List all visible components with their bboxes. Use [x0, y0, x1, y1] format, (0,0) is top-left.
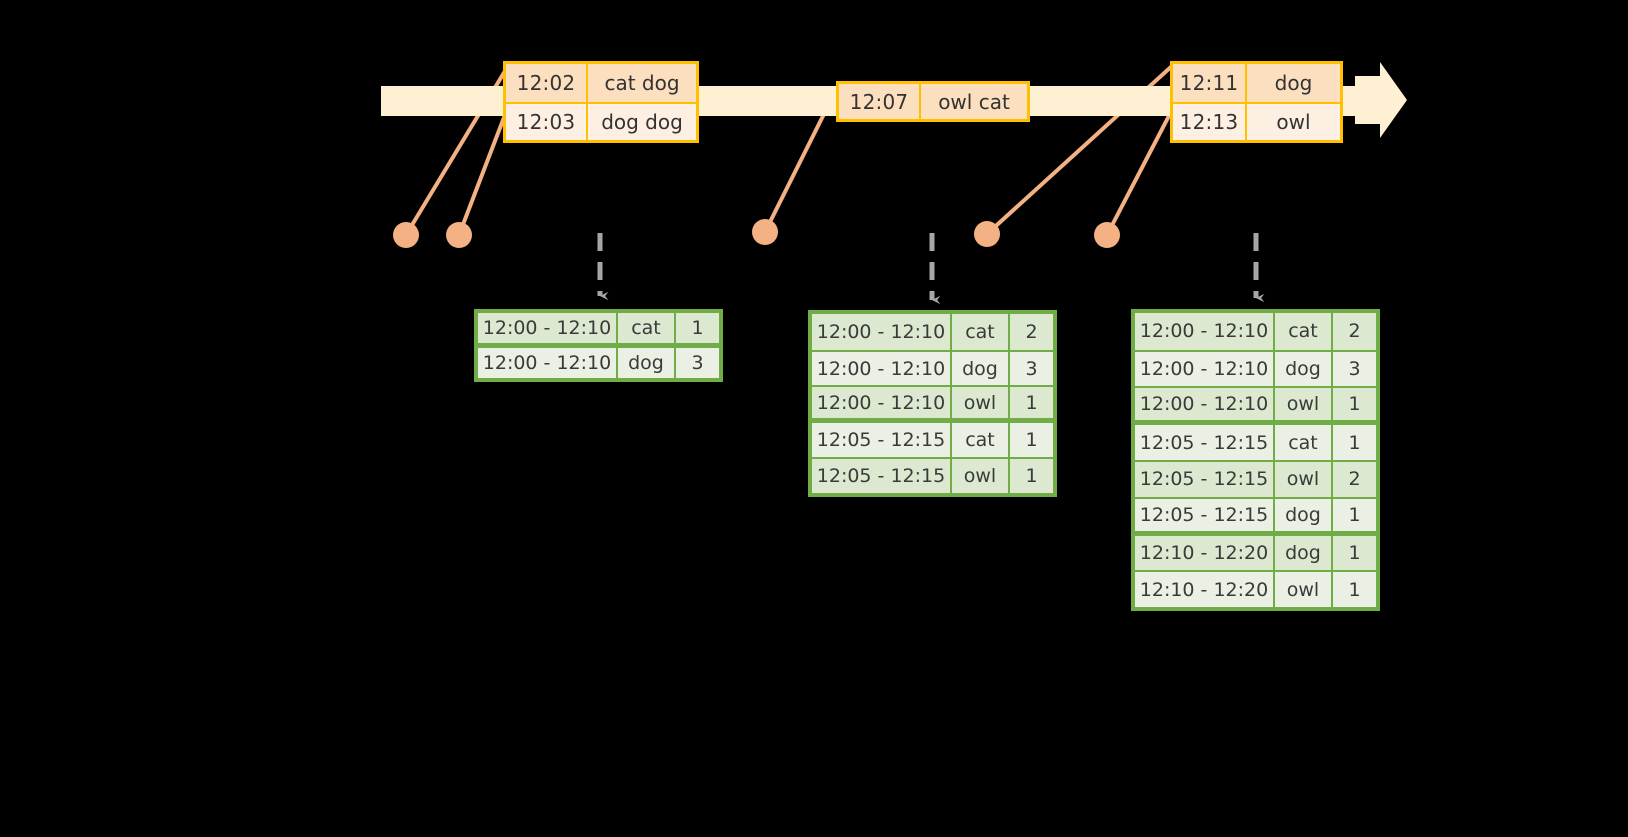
cell-word: owl — [1275, 461, 1333, 497]
event-words: cat dog — [588, 64, 696, 102]
cell-word: cat — [952, 423, 1010, 458]
cell-window: 12:05 - 12:15 — [1135, 425, 1275, 460]
cell-word: dog — [1275, 498, 1333, 531]
event-row[interactable]: 12:11 dog — [1173, 64, 1340, 102]
table-row[interactable]: 12:00 - 12:10 cat 2 — [1135, 313, 1376, 350]
cell-count: 2 — [1010, 314, 1053, 350]
event-words: owl cat — [921, 84, 1027, 119]
event-group-1[interactable]: 12:02 cat dog 12:03 dog dog — [503, 61, 699, 143]
table-row[interactable]: 12:00 - 12:10 dog 3 — [478, 345, 719, 378]
cell-word: owl — [952, 459, 1010, 494]
cell-window: 12:05 - 12:15 — [812, 423, 952, 458]
cell-count: 1 — [1333, 388, 1376, 421]
cell-word: owl — [1275, 572, 1333, 607]
cell-count: 3 — [1333, 351, 1376, 387]
cell-count: 2 — [1333, 313, 1376, 350]
table-row[interactable]: 12:00 - 12:10 cat 2 — [812, 314, 1053, 350]
table-row[interactable]: 12:00 - 12:10 owl 1 — [1135, 386, 1376, 424]
cell-window: 12:00 - 12:10 — [478, 347, 618, 378]
dot-event-12-02 — [393, 222, 419, 248]
event-group-3[interactable]: 12:11 dog 12:13 owl — [1170, 61, 1343, 143]
table-row[interactable]: 12:00 - 12:10 owl 1 — [812, 385, 1053, 422]
cell-count: 1 — [1333, 498, 1376, 531]
table-row[interactable]: 12:05 - 12:15 cat 1 — [812, 421, 1053, 458]
event-row[interactable]: 12:02 cat dog — [506, 64, 696, 102]
cell-word: dog — [1275, 535, 1333, 571]
table-row[interactable]: 12:10 - 12:20 dog 1 — [1135, 533, 1376, 571]
event-words: dog dog — [588, 104, 696, 140]
table-row[interactable]: 12:05 - 12:15 owl 1 — [812, 457, 1053, 494]
table-row[interactable]: 12:00 - 12:10 cat 1 — [478, 313, 719, 346]
cell-word: dog — [618, 347, 676, 378]
cell-count: 1 — [1010, 459, 1053, 494]
timeline-band-mid-1 — [697, 86, 838, 116]
result-table-3[interactable]: 12:00 - 12:10 cat 2 12:00 - 12:10 dog 3 … — [1131, 309, 1380, 611]
cell-count: 1 — [1010, 423, 1053, 458]
cell-window: 12:10 - 12:20 — [1135, 535, 1275, 571]
dot-event-12-11 — [974, 221, 1000, 247]
event-time: 12:11 — [1173, 64, 1247, 102]
event-time: 12:13 — [1173, 104, 1247, 140]
cell-count: 1 — [1010, 387, 1053, 419]
cell-word: owl — [952, 387, 1010, 419]
cell-window: 12:00 - 12:10 — [478, 313, 618, 343]
event-connector-dots — [393, 219, 1120, 248]
cell-window: 12:00 - 12:10 — [1135, 313, 1275, 350]
table-row[interactable]: 12:00 - 12:10 dog 3 — [1135, 349, 1376, 387]
event-row[interactable]: 12:07 owl cat — [839, 84, 1027, 119]
timeline-band-right — [1341, 86, 1377, 116]
event-time: 12:03 — [506, 104, 588, 140]
table-row[interactable]: 12:05 - 12:15 cat 1 — [1135, 423, 1376, 460]
cell-count: 1 — [1333, 535, 1376, 571]
event-row[interactable]: 12:13 owl — [1173, 102, 1340, 140]
cell-count: 1 — [1333, 572, 1376, 607]
table-row[interactable]: 12:05 - 12:15 dog 1 — [1135, 496, 1376, 534]
connector-12-13 — [1105, 108, 1174, 237]
cell-count: 2 — [1333, 461, 1376, 497]
cell-window: 12:00 - 12:10 — [812, 351, 952, 386]
result-table-2[interactable]: 12:00 - 12:10 cat 2 12:00 - 12:10 dog 3 … — [808, 310, 1057, 497]
cell-window: 12:05 - 12:15 — [1135, 498, 1275, 531]
cell-window: 12:00 - 12:10 — [812, 314, 952, 350]
cell-window: 12:00 - 12:10 — [1135, 388, 1275, 421]
cell-count: 3 — [676, 347, 719, 378]
timeline-band-mid-2 — [1030, 86, 1172, 116]
timeline-band-left — [381, 86, 508, 116]
cell-window: 12:10 - 12:20 — [1135, 572, 1275, 607]
event-row[interactable]: 12:03 dog dog — [506, 102, 696, 140]
cell-count: 3 — [1010, 351, 1053, 386]
event-group-2[interactable]: 12:07 owl cat — [836, 81, 1030, 122]
event-time: 12:07 — [839, 84, 921, 119]
cell-word: cat — [1275, 313, 1333, 350]
dashed-arrow-layer — [597, 233, 1265, 305]
connector-12-03 — [457, 105, 510, 237]
cell-word: dog — [1275, 351, 1333, 387]
table-row[interactable]: 12:05 - 12:15 owl 2 — [1135, 459, 1376, 497]
cell-word: cat — [952, 314, 1010, 350]
result-table-1[interactable]: 12:00 - 12:10 cat 1 12:00 - 12:10 dog 3 — [474, 309, 723, 382]
event-time: 12:02 — [506, 64, 588, 102]
cell-word: cat — [1275, 425, 1333, 460]
cell-window: 12:00 - 12:10 — [1135, 351, 1275, 387]
cell-word: cat — [618, 313, 676, 343]
cell-word: dog — [952, 351, 1010, 386]
dot-event-12-13 — [1094, 222, 1120, 248]
cell-count: 1 — [1333, 425, 1376, 460]
cell-word: owl — [1275, 388, 1333, 421]
table-row[interactable]: 12:00 - 12:10 dog 3 — [812, 349, 1053, 386]
event-words: dog — [1247, 64, 1340, 102]
event-words: owl — [1247, 104, 1340, 140]
cell-window: 12:05 - 12:15 — [812, 459, 952, 494]
cell-window: 12:05 - 12:15 — [1135, 461, 1275, 497]
cell-window: 12:00 - 12:10 — [812, 387, 952, 419]
cell-count: 1 — [676, 313, 719, 343]
table-row[interactable]: 12:10 - 12:20 owl 1 — [1135, 570, 1376, 607]
dot-event-12-07 — [752, 219, 778, 245]
dot-event-12-03 — [446, 222, 472, 248]
